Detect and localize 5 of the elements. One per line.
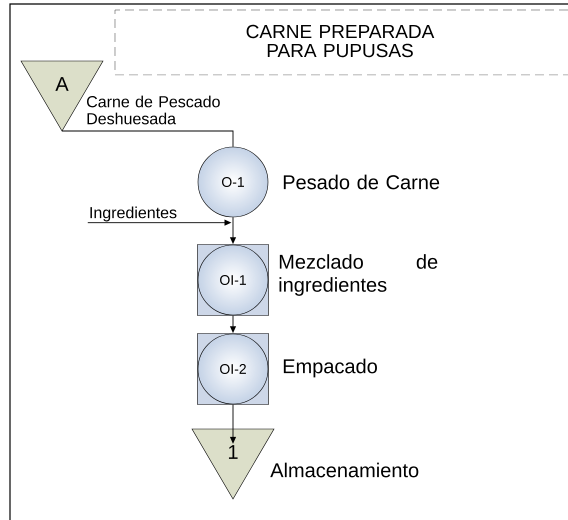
step-label: Empacado [284, 358, 377, 378]
title-box: CARNE PREPARADA PARA PUPUSAS [114, 10, 568, 76]
input-label: Ingredientes [90, 206, 176, 222]
step-label: Mezclado de ingredientes [280, 254, 438, 296]
step-label: Pesado de Carne [284, 174, 440, 190]
